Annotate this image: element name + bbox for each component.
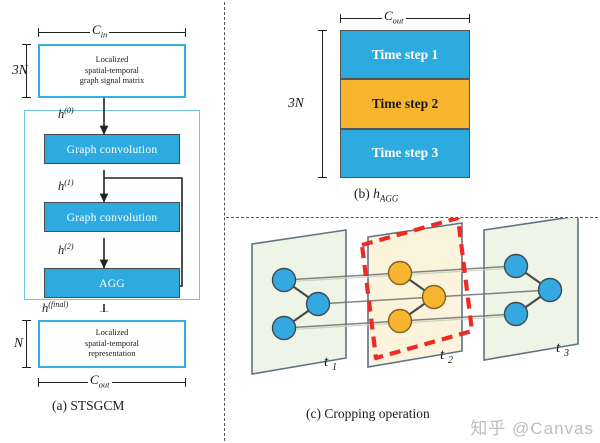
plane-label-t2-sub: 2 xyxy=(448,355,453,366)
edge-label-h2: h(2) xyxy=(58,242,74,258)
label-3n-b: 3N xyxy=(288,95,304,110)
slab-time-step-1[interactable]: Time step 1 xyxy=(340,30,470,80)
watermark: 知乎 @Canvas xyxy=(470,419,594,438)
panel-b: Cout 3N Time step 1 Time step 2 Time ste… xyxy=(226,0,600,216)
nodes-t1 xyxy=(271,267,331,341)
plane-label-t3-sub: 3 xyxy=(563,348,569,359)
temporal-edges-light xyxy=(283,267,517,331)
plane-t3 xyxy=(483,218,579,361)
slab-label: Time step 1 xyxy=(371,46,439,62)
crop-highlight-rect[interactable] xyxy=(359,218,475,361)
bracket-cout-b: Cout xyxy=(340,7,470,26)
input-box-line-2: spatial-temporal xyxy=(85,65,139,75)
plane-label-t2: t xyxy=(440,347,445,363)
nodes-t2 xyxy=(387,260,447,334)
plane-t1 xyxy=(251,229,347,375)
bracket-n xyxy=(22,320,31,368)
caption-panel-c: (c) Cropping operation xyxy=(306,406,430,421)
label-cout-a: Cout xyxy=(90,372,110,390)
panel-divider-vertical xyxy=(224,2,225,441)
input-box-line-1: Localized xyxy=(95,55,129,65)
input-box-line-3: graph signal matrix xyxy=(79,76,145,86)
block-label: Graph convolution xyxy=(66,142,158,156)
caption-panel-a: (a) STSGCM xyxy=(52,398,125,413)
label-3n: 3N xyxy=(12,62,28,77)
block-graph-convolution-1[interactable]: Graph convolution xyxy=(44,134,180,164)
panel-c: t 1 t 2 t 3 (c) Cropping operation xyxy=(226,218,600,443)
block-agg[interactable]: AGG xyxy=(44,268,180,298)
bracket-cin: Cin xyxy=(38,21,186,40)
panel-a: Cin 3N Localized spatial-temporal graph … xyxy=(0,0,224,443)
caption-panel-b: (b) hAGG xyxy=(354,186,399,204)
output-box-line-2: spatial-temporal xyxy=(85,338,139,348)
label-cout-b: Cout xyxy=(384,8,404,26)
plane-t1-surface xyxy=(251,229,347,375)
block-graph-convolution-2[interactable]: Graph convolution xyxy=(44,202,180,232)
block-label: AGG xyxy=(99,276,125,290)
bracket-3n xyxy=(22,44,31,98)
label-cin: Cin xyxy=(92,22,108,40)
output-box: Localized spatial-temporal representatio… xyxy=(38,320,186,368)
input-box: Localized spatial-temporal graph signal … xyxy=(38,44,186,98)
bracket-cout-a: Cout xyxy=(38,371,186,390)
bracket-3n-b xyxy=(318,30,327,178)
slab-time-step-2[interactable]: Time step 2 xyxy=(340,79,470,129)
plane-label-t1-sub: 1 xyxy=(332,362,337,373)
plane-label-t3: t xyxy=(556,340,561,356)
nodes-t3 xyxy=(503,253,563,327)
label-n: N xyxy=(14,335,24,350)
cropping-diagram: t 1 t 2 t 3 xyxy=(251,218,579,375)
slab-label: Time step 2 xyxy=(371,95,439,111)
plane-label-t1: t xyxy=(324,354,329,370)
output-box-line-1: Localized xyxy=(95,328,129,338)
edge-label-h1: h(1) xyxy=(58,178,74,194)
block-label: Graph convolution xyxy=(66,210,158,224)
edge-label-h0: h(0) xyxy=(58,106,74,122)
temporal-edges xyxy=(283,265,551,329)
panel-divider-horizontal xyxy=(226,217,598,218)
slab-time-step-3[interactable]: Time step 3 xyxy=(340,128,470,178)
edge-label-hfinal: h(final) xyxy=(42,300,69,316)
output-box-line-3: representation xyxy=(88,349,136,359)
plane-t3-surface xyxy=(483,218,579,361)
slab-label: Time step 3 xyxy=(371,145,439,161)
